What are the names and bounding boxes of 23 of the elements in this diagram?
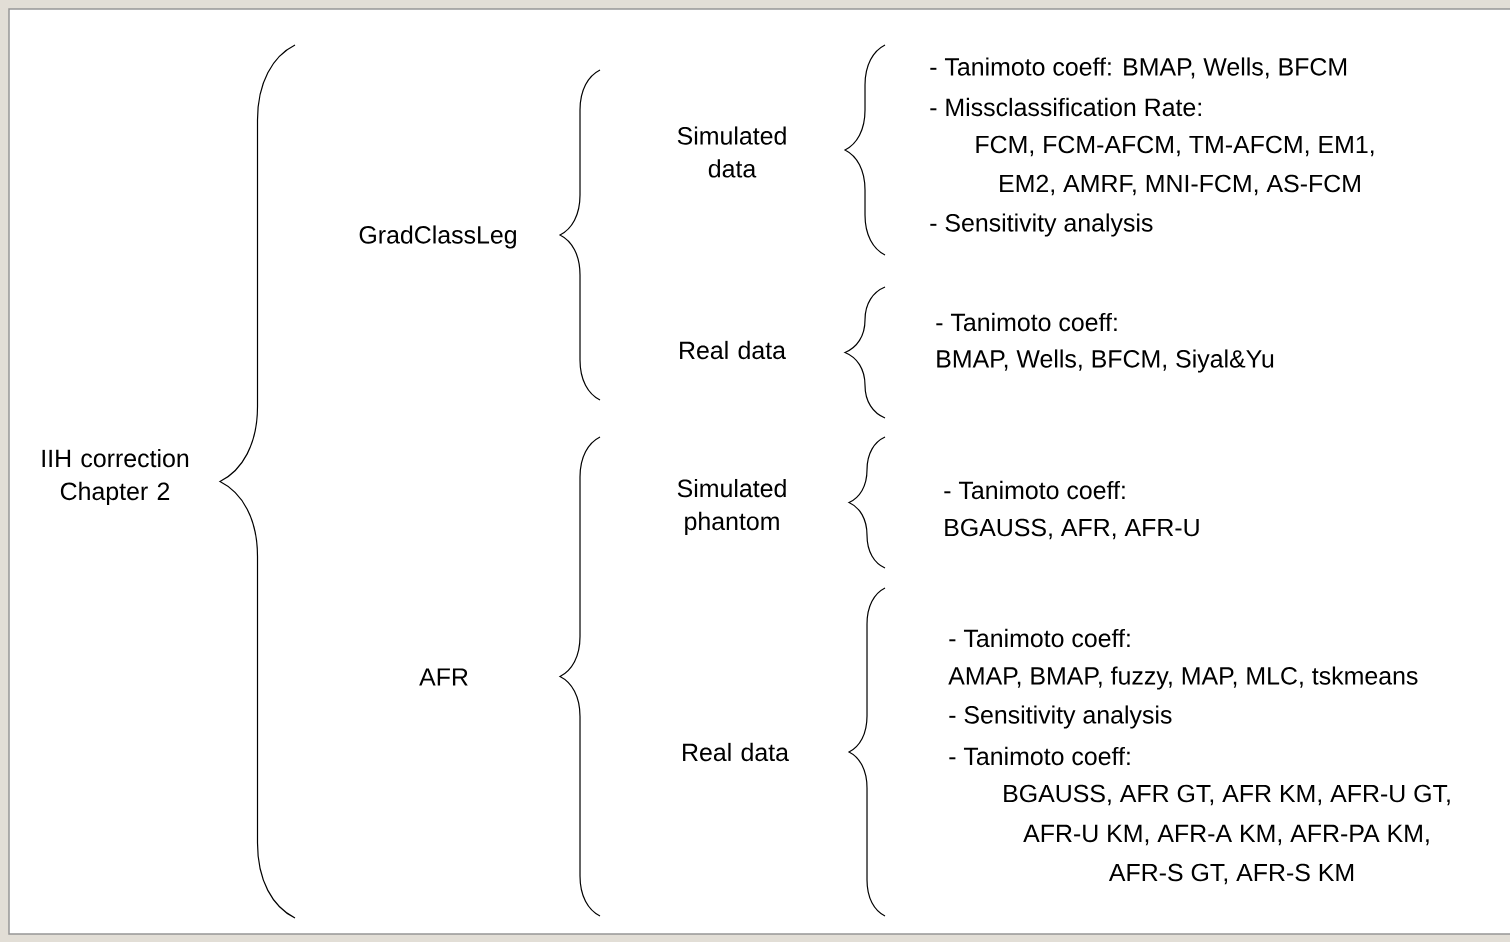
metric-text: BGAUSS, AFR GT, AFR KM, AFR-U GT, xyxy=(1004,784,1450,806)
metric-text: AFR-U KM, AFR-A KM, AFR-PA KM, xyxy=(1023,824,1429,846)
metric-text: EM2, AMRF, MNI-FCM, AS-FCM xyxy=(1000,174,1360,196)
metric-text: BMAP, Wells, BFCM, Siyal&Yu xyxy=(937,349,1274,373)
metric-text: - Tanimoto coeff: xyxy=(949,628,1130,648)
category-label: GradClassLeg xyxy=(359,225,516,249)
metric-text: - Sensitivity analysis xyxy=(949,705,1172,729)
category-label: Simulated phantom xyxy=(677,478,786,536)
metric-text: AFR-S GT, AFR-S KM xyxy=(1108,863,1354,885)
metric-text: - Tanimoto coeff: BMAP, Wells, BFCM xyxy=(930,57,1347,79)
category-label: Real data xyxy=(683,742,789,762)
metric-text: - Tanimoto coeff: xyxy=(936,312,1117,332)
category-label: AFR xyxy=(419,668,468,686)
category-label: IIH correction Chapter 2 xyxy=(42,448,189,506)
category-label: Real data xyxy=(680,340,786,360)
metric-text: - Missclassification Rate: xyxy=(930,97,1201,117)
metric-text: - Tanimoto coeff: xyxy=(949,746,1130,766)
metric-text: BGAUSS, AFR, AFR-U xyxy=(945,518,1199,540)
metric-text: - Tanimoto coeff: xyxy=(944,480,1125,500)
metric-text: FCM, FCM-AFCM, TM-AFCM, EM1, xyxy=(976,135,1374,157)
category-label: Simulated data xyxy=(677,126,786,178)
metric-text: - Sensitivity analysis xyxy=(930,213,1153,237)
metric-text: AMAP, BMAP, fuzzy, MAP, MLC, tskmeans xyxy=(948,666,1418,690)
